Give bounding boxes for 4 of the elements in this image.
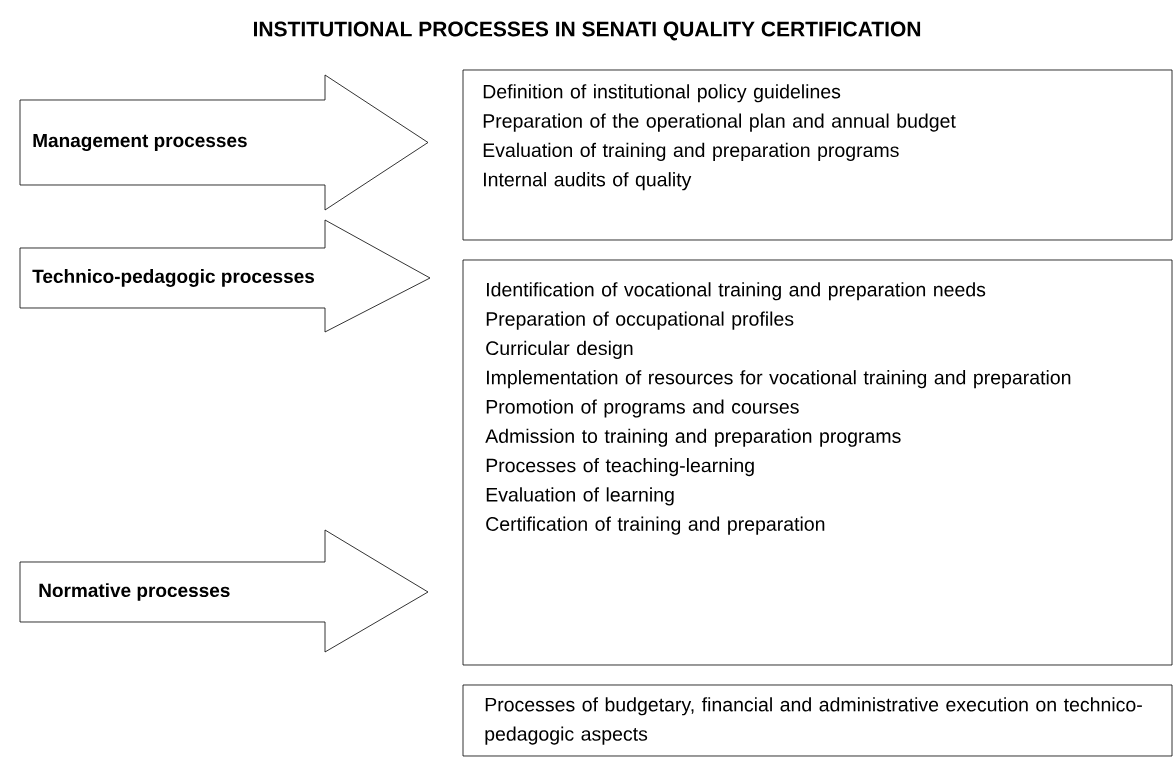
- title: INSTITUTIONAL PROCESSES IN SENATI QUALITY CERTIFICATION: [253, 21, 921, 41]
- text-box: Definition of institutional policy guidelines Preparation of the operational plan and annual budget Evaluation of training and preparation programs Internal audits of quality: [462, 69, 1173, 241]
- text-box: Processes of budgetary, financial and administrative execution on technico-pedagogic aspects: [462, 684, 1173, 757]
- text-box: Identification of vocational training and preparation needs Preparation of occupational profiles Curricular design Implementation of resources for vocational training and preparation Promotion of programs and courses Admission to training and preparation programs Processes of teaching-learning Evaluation of learning Certification of training and preparation: [462, 259, 1173, 666]
